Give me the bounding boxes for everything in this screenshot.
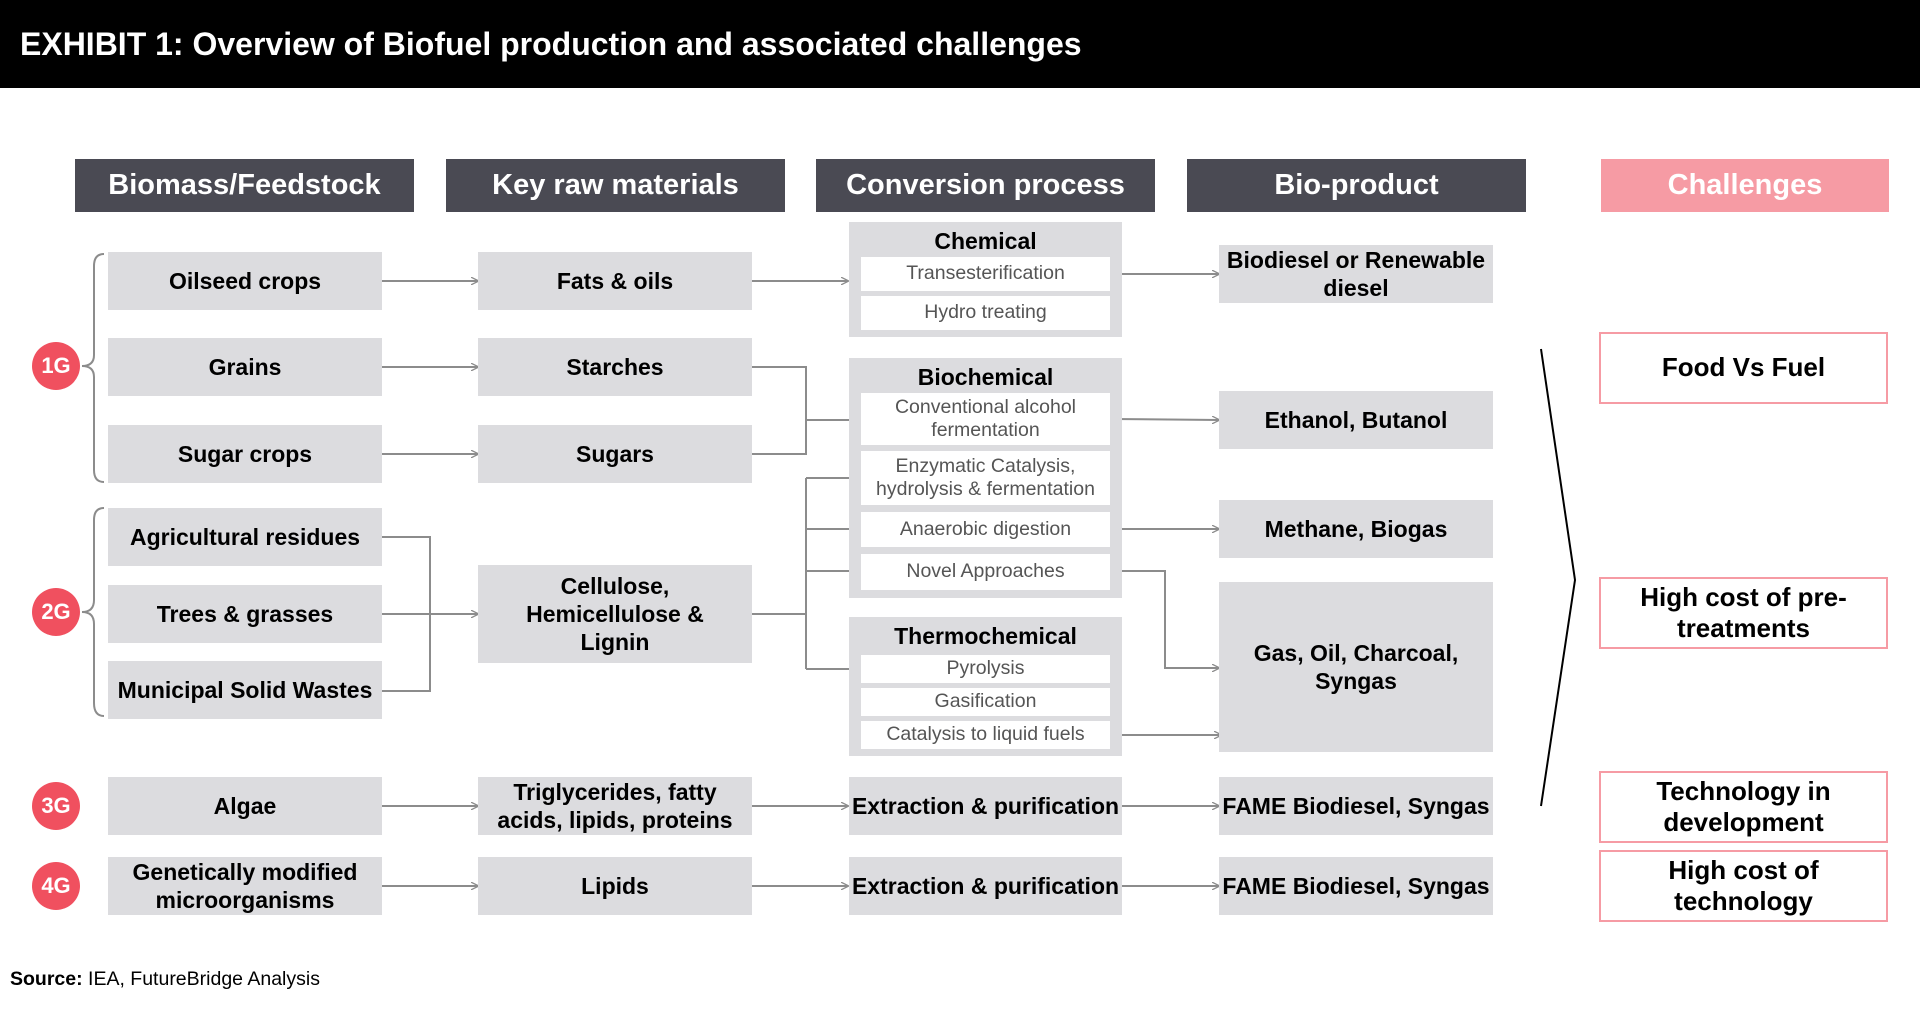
feedstock-municipal-solid-wastes: Municipal Solid Wastes	[108, 661, 382, 719]
process-transesterification: Transesterification	[861, 257, 1110, 291]
header-conversion: Conversion process	[816, 159, 1155, 212]
product-methane-biogas: Methane, Biogas	[1219, 500, 1493, 558]
process-hydro-treating: Hydro treating	[861, 296, 1110, 330]
raw-triglycerides: Triglycerides, fatty acids, lipids, prot…	[478, 777, 752, 835]
process-conventional-fermentation: Conventional alcohol fermentation	[861, 393, 1110, 445]
feedstock-algae: Algae	[108, 777, 382, 835]
raw-sugars: Sugars	[478, 425, 752, 483]
process-novel-approaches: Novel Approaches	[861, 554, 1110, 590]
feedstock-oilseed-crops: Oilseed crops	[108, 252, 382, 310]
raw-cellulose-hemicellulose-lignin: Cellulose, Hemicellulose & Lignin	[478, 565, 752, 663]
generation-badge-3g: 3G	[32, 782, 80, 830]
feedstock-gm-microorganisms: Genetically modified microorganisms	[108, 857, 382, 915]
conversion-extraction-4g: Extraction & purification	[849, 857, 1122, 915]
header-challenges: Challenges	[1601, 159, 1889, 212]
challenge-food-vs-fuel: Food Vs Fuel	[1599, 332, 1888, 404]
product-ethanol-butanol: Ethanol, Butanol	[1219, 391, 1493, 449]
source-note: Source: IEA, FutureBridge Analysis	[10, 968, 320, 991]
challenge-technology-cost: High cost of technology	[1599, 850, 1888, 922]
header-feedstock: Biomass/Feedstock	[75, 159, 414, 212]
merge-starches-sugars	[752, 366, 807, 455]
product-fame-3g: FAME Biodiesel, Syngas	[1219, 777, 1493, 835]
challenge-technology-development: Technology in development	[1599, 771, 1888, 843]
generation-badge-1g: 1G	[32, 342, 80, 390]
process-catalysis-liquid-fuels: Catalysis to liquid fuels	[861, 721, 1110, 749]
challenge-pretreatment-cost: High cost of pre-treatments	[1599, 577, 1888, 649]
conversion-extraction-3g: Extraction & purification	[849, 777, 1122, 835]
source-text: IEA, FutureBridge Analysis	[88, 968, 320, 990]
product-biodiesel: Biodiesel or Renewable diesel	[1219, 245, 1493, 303]
header-bio-product: Bio-product	[1187, 159, 1526, 212]
branch-cellulose	[752, 478, 807, 669]
exhibit-title: EXHIBIT 1: Overview of Biofuel productio…	[20, 26, 1082, 62]
generation-badge-4g: 4G	[32, 862, 80, 910]
feedstock-grains: Grains	[108, 338, 382, 396]
feedstock-trees-grasses: Trees & grasses	[108, 585, 382, 643]
conversion-biochemical-title: Biochemical	[917, 364, 1054, 390]
process-pyrolysis: Pyrolysis	[861, 655, 1110, 683]
arrow-fermentation-ethanol	[1110, 419, 1219, 420]
generation-badge-2g: 2G	[32, 588, 80, 636]
feedstock-sugar-crops: Sugar crops	[108, 425, 382, 483]
bracket-1g	[81, 253, 105, 483]
process-gasification: Gasification	[861, 688, 1110, 716]
header-raw-materials: Key raw materials	[446, 159, 785, 212]
product-fame-4g: FAME Biodiesel, Syngas	[1219, 857, 1493, 915]
merge-2g-feedstocks	[382, 536, 431, 692]
raw-starches: Starches	[478, 338, 752, 396]
process-anaerobic-digestion: Anaerobic digestion	[861, 512, 1110, 547]
title-bar: EXHIBIT 1: Overview of Biofuel productio…	[0, 0, 1920, 88]
raw-fats-oils: Fats & oils	[478, 252, 752, 310]
raw-lipids: Lipids	[478, 857, 752, 915]
feedstock-agricultural-residues: Agricultural residues	[108, 508, 382, 566]
conversion-chemical-title: Chemical	[934, 228, 1037, 254]
product-gas-oil-charcoal-syngas: Gas, Oil, Charcoal, Syngas	[1219, 582, 1493, 752]
conversion-thermochemical-title: Thermochemical	[894, 623, 1077, 649]
bracket-2g	[81, 507, 105, 717]
chevron-arrow	[1540, 348, 1577, 807]
process-enzymatic-catalysis: Enzymatic Catalysis, hydrolysis & fermen…	[861, 451, 1110, 505]
source-label: Source:	[10, 968, 83, 990]
arrow-novel-gas	[1111, 570, 1219, 668]
